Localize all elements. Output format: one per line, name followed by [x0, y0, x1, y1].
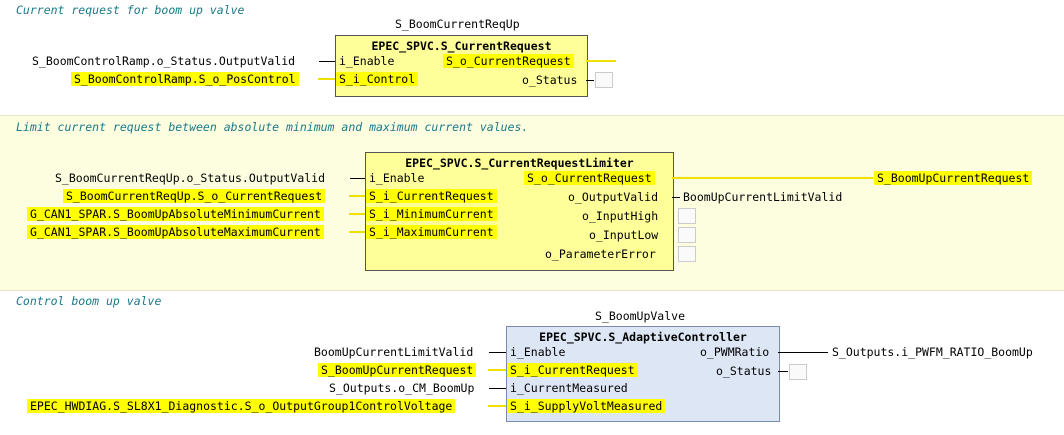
- wire-output-current: [672, 177, 873, 179]
- pin-s-i-supply-volt-measured[interactable]: S_i_SupplyVoltMeasured: [507, 399, 666, 413]
- network-3-comment: Control boom up valve: [16, 294, 162, 308]
- wire: [778, 352, 828, 353]
- wire: [489, 352, 506, 353]
- wire-structured: [349, 213, 365, 215]
- wire-structured: [349, 195, 365, 197]
- input-var-control[interactable]: S_BoomControlRamp.S_o_PosControl: [71, 72, 299, 86]
- pin-s-i-current-request[interactable]: S_i_CurrentRequest: [366, 189, 497, 203]
- fb-type-label: EPEC_SPVC.S_CurrentRequestLimiter: [405, 156, 634, 170]
- empty-output-slot[interactable]: [789, 364, 807, 380]
- pin-s-i-maximum-current[interactable]: S_i_MaximumCurrent: [366, 225, 497, 239]
- wire: [350, 178, 365, 179]
- pin-o-output-valid[interactable]: o_OutputValid: [568, 190, 659, 204]
- input-var-enable[interactable]: S_BoomCurrentReqUp.o_Status.OutputValid: [55, 171, 326, 185]
- output-var-limit-valid[interactable]: BoomUpCurrentLimitValid: [683, 190, 843, 204]
- pin-o-parameter-error[interactable]: o_ParameterError: [545, 247, 656, 261]
- pin-i-current-measured[interactable]: i_CurrentMeasured: [510, 381, 628, 395]
- wire: [778, 371, 788, 372]
- pin-o-pwm-ratio[interactable]: o_PWMRatio: [700, 345, 770, 359]
- wire-structured: [488, 369, 506, 371]
- wire: [586, 80, 594, 81]
- wire: [319, 61, 335, 62]
- wire: [489, 388, 506, 389]
- pin-s-i-control[interactable]: S_i_Control: [336, 72, 419, 86]
- pin-o-status[interactable]: o_Status: [716, 364, 772, 378]
- network-1-comment: Current request for boom up valve: [16, 3, 245, 17]
- fb-instance-name[interactable]: S_BoomCurrentReqUp: [395, 17, 520, 31]
- fb-type-label: EPEC_SPVC.S_CurrentRequest: [371, 39, 552, 53]
- empty-output-slot[interactable]: [595, 72, 613, 88]
- input-var-current-measured[interactable]: S_Outputs.o_CM_BoomUp: [329, 381, 475, 395]
- input-var-supply-voltage[interactable]: EPEC_HWDIAG.S_SL8X1_Diagnostic.S_o_Outpu…: [27, 399, 456, 413]
- empty-output-slot[interactable]: [678, 208, 696, 224]
- pin-s-o-current-request[interactable]: S_o_CurrentRequest: [524, 171, 655, 185]
- fb-instance-name[interactable]: S_BoomUpValve: [595, 309, 686, 323]
- input-var-enable[interactable]: S_BoomControlRamp.o_Status.OutputValid: [32, 54, 296, 68]
- wire-output-current: [586, 60, 616, 62]
- pin-s-i-current-request[interactable]: S_i_CurrentRequest: [507, 363, 638, 377]
- wire-structured: [349, 231, 365, 233]
- input-var-minimum-current[interactable]: G_CAN1_SPAR.S_BoomUpAbsoluteMinimumCurre…: [27, 207, 324, 221]
- input-var-current-request[interactable]: S_BoomUpCurrentRequest: [318, 363, 477, 377]
- pin-i-enable[interactable]: i_Enable: [510, 345, 566, 359]
- pin-o-status[interactable]: o_Status: [522, 73, 578, 87]
- pin-s-i-minimum-current[interactable]: S_i_MinimumCurrent: [366, 207, 497, 221]
- pin-o-input-low[interactable]: o_InputLow: [589, 228, 659, 242]
- output-var-current-request[interactable]: S_BoomUpCurrentRequest: [874, 171, 1033, 185]
- network-2-comment: Limit current request between absolute m…: [16, 120, 529, 134]
- pin-i-enable[interactable]: i_Enable: [339, 54, 395, 68]
- wire-structured: [318, 78, 335, 80]
- input-var-enable[interactable]: BoomUpCurrentLimitValid: [314, 345, 474, 359]
- wire: [672, 197, 680, 198]
- fb-type-label: EPEC_SPVC.S_AdaptiveController: [539, 330, 747, 344]
- input-var-maximum-current[interactable]: G_CAN1_SPAR.S_BoomUpAbsoluteMaximumCurre…: [27, 225, 324, 239]
- pin-o-input-high[interactable]: o_InputHigh: [582, 209, 659, 223]
- wire-structured: [488, 405, 506, 407]
- empty-output-slot[interactable]: [678, 246, 696, 262]
- pin-s-o-current-request[interactable]: S_o_CurrentRequest: [443, 54, 574, 68]
- pin-i-enable[interactable]: i_Enable: [369, 171, 425, 185]
- output-var-pwm-ratio[interactable]: S_Outputs.i_PWFM_RATIO_BoomUp: [832, 345, 1033, 359]
- input-var-current-request[interactable]: S_BoomCurrentReqUp.S_o_CurrentRequest: [63, 189, 326, 203]
- empty-output-slot[interactable]: [678, 227, 696, 243]
